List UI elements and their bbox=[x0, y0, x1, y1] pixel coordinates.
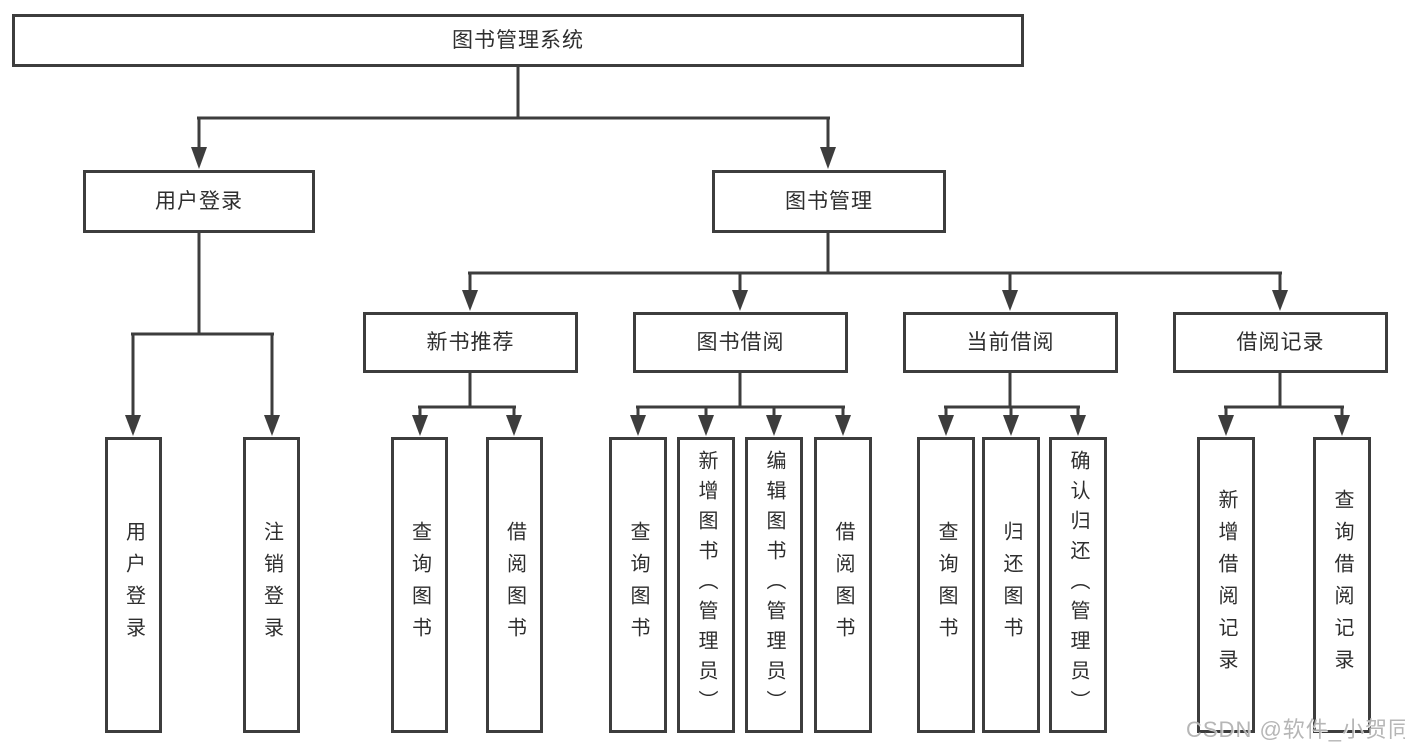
arrowheads bbox=[125, 147, 1350, 436]
node-book-mgmt-label: 图书管理 bbox=[785, 190, 873, 213]
node-borrow-records: 借阅记录 bbox=[1173, 312, 1388, 373]
node-borrow-records-label: 借阅记录 bbox=[1236, 331, 1325, 354]
node-root: 图书管理系统 bbox=[12, 14, 1024, 67]
leaf-records-query: 查询借阅记录 bbox=[1313, 437, 1371, 733]
node-new-book-rec: 新书推荐 bbox=[363, 312, 578, 373]
node-current-borrow-label: 当前借阅 bbox=[966, 331, 1055, 354]
leaf-records-add: 新增借阅记录 bbox=[1197, 437, 1255, 733]
leaf-borrowing-query-label: 查询图书 bbox=[627, 521, 649, 649]
leaf-user-login: 用户登录 bbox=[105, 437, 162, 733]
leaf-borrowing-query: 查询图书 bbox=[609, 437, 667, 733]
leaf-user-login-label: 用户登录 bbox=[122, 521, 145, 649]
leaf-borrowing-edit: 编辑图书（管理员） bbox=[745, 437, 803, 733]
leaf-current-return: 归还图书 bbox=[982, 437, 1040, 733]
leaf-current-query: 查询图书 bbox=[917, 437, 975, 733]
node-user-login-label: 用户登录 bbox=[155, 190, 243, 213]
node-book-mgmt: 图书管理 bbox=[712, 170, 946, 233]
leaf-borrowing-borrow-label: 借阅图书 bbox=[832, 521, 854, 649]
leaf-newbook-borrow-label: 借阅图书 bbox=[503, 521, 526, 649]
leaf-borrowing-edit-label: 编辑图书（管理员） bbox=[763, 450, 785, 720]
leaf-current-confirm: 确认归还（管理员） bbox=[1049, 437, 1107, 733]
leaf-borrowing-borrow: 借阅图书 bbox=[814, 437, 872, 733]
node-book-borrowing: 图书借阅 bbox=[633, 312, 848, 373]
leaf-logout: 注销登录 bbox=[243, 437, 300, 733]
leaf-borrowing-add: 新增图书（管理员） bbox=[677, 437, 735, 733]
leaf-records-add-label: 新增借阅记录 bbox=[1215, 489, 1237, 681]
node-current-borrow: 当前借阅 bbox=[903, 312, 1118, 373]
leaf-current-query-label: 查询图书 bbox=[935, 521, 957, 649]
leaf-borrowing-add-label: 新增图书（管理员） bbox=[695, 450, 717, 720]
leaf-current-return-label: 归还图书 bbox=[1000, 521, 1022, 649]
node-new-book-rec-label: 新书推荐 bbox=[426, 331, 515, 354]
leaf-newbook-query-label: 查询图书 bbox=[408, 521, 431, 649]
leaf-newbook-borrow: 借阅图书 bbox=[486, 437, 543, 733]
leaf-records-query-label: 查询借阅记录 bbox=[1331, 489, 1353, 681]
leaf-logout-label: 注销登录 bbox=[260, 521, 283, 649]
node-user-login: 用户登录 bbox=[83, 170, 315, 233]
leaf-current-confirm-label: 确认归还（管理员） bbox=[1067, 450, 1089, 720]
csdn-watermark: CSDN @软件_小贺同学 bbox=[1186, 717, 1405, 742]
node-root-label: 图书管理系统 bbox=[452, 29, 584, 52]
node-book-borrowing-label: 图书借阅 bbox=[696, 331, 785, 354]
leaf-newbook-query: 查询图书 bbox=[391, 437, 448, 733]
